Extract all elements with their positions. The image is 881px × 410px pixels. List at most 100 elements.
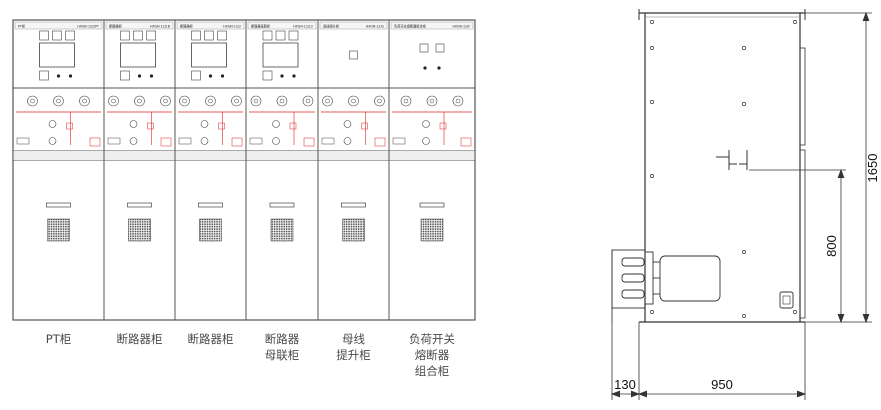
meter-icon <box>349 50 358 60</box>
cabinet-header-strip <box>105 21 174 30</box>
interlock-icon <box>289 122 297 130</box>
meter-icon <box>435 43 445 53</box>
door-handle <box>127 202 152 208</box>
selector-switch-icon <box>129 137 138 145</box>
operating-knob-icon <box>452 95 464 107</box>
operating-knob-icon <box>253 98 259 104</box>
cabinet-header-text: 断路器母联柜 <box>251 23 271 28</box>
operating-knob-icon <box>179 95 190 107</box>
relay-display <box>191 42 227 68</box>
nameplate-icon <box>178 137 192 145</box>
dim-horizontal <box>610 322 807 400</box>
operating-knob-icon <box>163 98 168 104</box>
selector-switch-icon <box>272 137 280 145</box>
cabinet-model-text: HXGN-12/2 <box>223 24 241 28</box>
interlock-icon <box>361 122 368 130</box>
operating-knob-icon <box>322 95 333 107</box>
ventilation-grille <box>420 218 444 242</box>
meter-icon <box>217 30 227 41</box>
dim-lower-height <box>749 168 846 324</box>
depth-label: 950 <box>711 377 733 392</box>
relay-display <box>39 42 75 68</box>
ventilation-grille <box>270 218 294 242</box>
operating-knob-icon <box>108 95 119 107</box>
cabinet-label: 断路器柜 <box>188 332 234 346</box>
cabinet-header-strip <box>14 21 103 30</box>
cabinet-frame <box>388 19 476 321</box>
isolator-contact <box>716 150 748 170</box>
operating-knob-icon <box>79 95 90 107</box>
indicator-lamp <box>423 66 427 70</box>
meter-icon <box>146 30 156 41</box>
indicator-lamp <box>149 74 154 78</box>
lower-height-label: 800 <box>824 235 839 257</box>
side-lock <box>779 291 794 309</box>
ventilation-grille <box>342 218 365 242</box>
door-handle <box>46 202 71 208</box>
cabinet-header-text: 母线提升柜 <box>323 23 340 28</box>
earth-symbol-icon <box>303 137 315 147</box>
switch-icon <box>120 70 130 81</box>
selector-switch-icon <box>200 137 209 145</box>
cabinet-label: 提升柜 <box>336 348 371 362</box>
cabinet-header-text: PT柜 <box>18 23 26 28</box>
operating-knob-icon <box>348 95 359 107</box>
operating-knob-icon <box>400 95 412 107</box>
operating-knob-icon <box>279 98 285 104</box>
total-height-label: 1650 <box>865 154 880 183</box>
cabinet-labels: PT柜断路器柜断路器柜断路器母联柜母线提升柜负荷开关熔断器组合柜 <box>46 332 456 378</box>
indicator-lamp <box>437 66 441 70</box>
operating-knob-icon <box>455 98 461 104</box>
operating-knob-icon <box>351 98 356 104</box>
indicator-lamp <box>220 74 225 78</box>
operating-knob-icon <box>374 95 385 107</box>
door-handle <box>341 202 366 208</box>
bracket-width-label: 130 <box>614 377 636 392</box>
door-handle <box>198 202 223 208</box>
cabinet-model-text: HXGN-12/F <box>452 24 470 28</box>
cabinet-model-text: HXGN-12/1B <box>150 24 170 28</box>
cabinet-tie: 断路器母联柜 HXGN-12/12 <box>245 19 319 321</box>
operating-knob-icon <box>111 98 116 104</box>
indicator-lamp <box>208 74 213 78</box>
selector-switch-icon <box>272 120 280 128</box>
nameplate-icon <box>16 137 30 145</box>
cabinet-model-text: HXGN-12/12 <box>293 24 313 28</box>
relay-display <box>120 42 156 68</box>
side-view: 1650 800 130 950 <box>610 9 880 400</box>
meter-icon <box>262 30 273 41</box>
switch-icon <box>191 70 201 81</box>
cabinet-label: 母线 <box>342 332 365 346</box>
operating-knob-icon <box>305 98 311 104</box>
fixing-holes <box>650 20 797 318</box>
meter-icon <box>120 30 130 41</box>
rear-rail-upper <box>799 47 806 146</box>
door-handle <box>419 202 445 208</box>
selector-switch-icon <box>200 120 209 128</box>
operating-knob-icon <box>403 98 409 104</box>
operating-knob-icon <box>208 98 213 104</box>
operating-knob-icon <box>231 95 242 107</box>
selector-switch-icon <box>422 137 430 145</box>
meter-icon <box>52 30 62 41</box>
ventilation-grille <box>47 218 70 242</box>
operating-knob-icon <box>234 98 239 104</box>
cabinet-header-strip <box>176 21 245 30</box>
interlock-icon <box>66 122 73 130</box>
inspection-window <box>659 255 721 302</box>
cabinet-label: 母联柜 <box>265 348 300 362</box>
operating-knob-icon <box>30 98 35 104</box>
operating-knob-icon <box>205 95 216 107</box>
indicator-lamp <box>292 74 296 78</box>
meter-icon <box>204 30 214 41</box>
interlock-icon <box>147 122 154 130</box>
earth-symbol-icon <box>231 137 243 147</box>
selector-switch-icon <box>129 120 138 128</box>
indicator-lamp <box>68 74 73 78</box>
cabinet-label: 负荷开关 <box>409 332 455 346</box>
indicator-lamp <box>137 74 142 78</box>
cabinet-header-strip <box>319 21 388 30</box>
